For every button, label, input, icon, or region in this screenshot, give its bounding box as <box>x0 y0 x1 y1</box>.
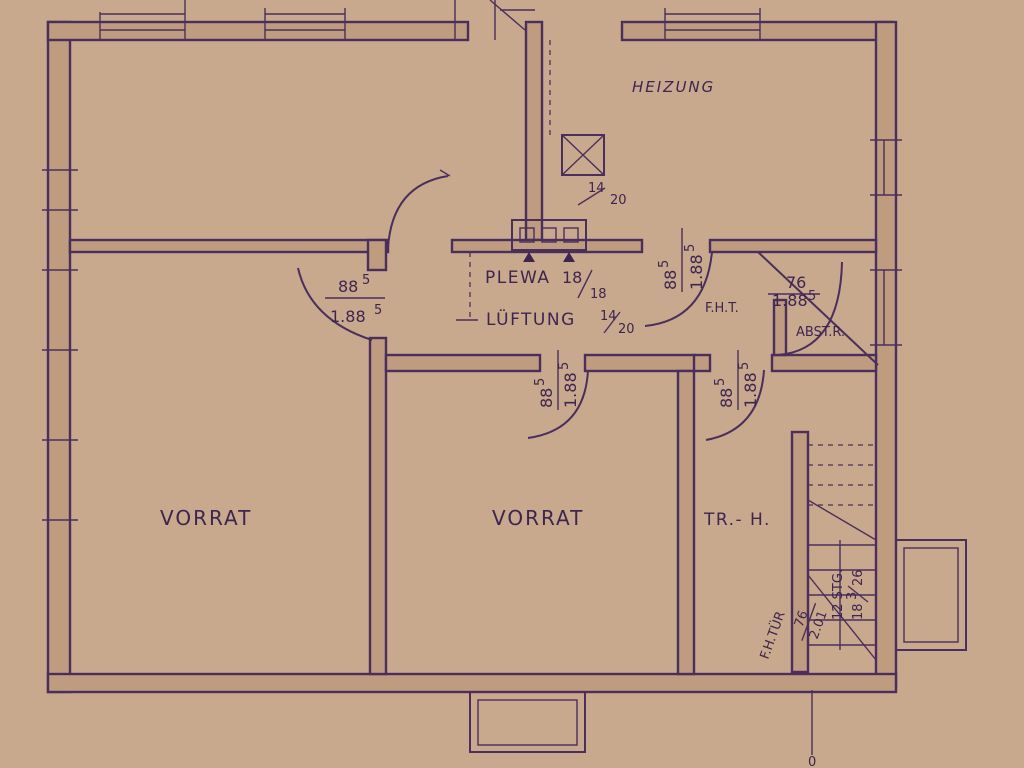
door-width: 88 <box>338 277 358 296</box>
chimney <box>511 40 605 251</box>
light-well-bottom <box>469 691 586 753</box>
door-width-sup: 5 <box>533 378 548 386</box>
door-height-sup: 5 <box>374 303 382 318</box>
door-width-sup: 5 <box>362 273 370 288</box>
door-height: 1.88 <box>772 291 808 310</box>
chimney-size-label: 14 20 <box>577 181 627 208</box>
room-label-abst-r: ABST.R. <box>796 325 845 340</box>
door-height-sup: 5 <box>557 362 572 370</box>
door-width: 76 <box>792 609 812 630</box>
door-height: 1.88 <box>687 254 706 290</box>
stairs-run: 26 <box>851 569 866 586</box>
ventilation-label: LÜFTUNG 14 20 <box>486 308 635 337</box>
door-swings <box>297 169 879 441</box>
room-label-staircase: TR.- H. <box>703 510 771 530</box>
room-label-heating: HEIZUNG <box>632 78 715 96</box>
door-width-sup: 5 <box>657 260 672 268</box>
door-type-heating: F.H.T. <box>705 301 739 316</box>
door-label-fire-door: F.H.TÜR <box>756 609 789 662</box>
plewa-label: PLEWA 18 18 <box>485 268 607 302</box>
door-height-sup: 5 <box>808 289 816 304</box>
ventilation-text: LÜFTUNG <box>486 308 576 330</box>
entry-stairs-stub <box>454 0 535 40</box>
door-height: 1.88 <box>741 372 760 408</box>
room-label-storage-left: VORRAT <box>160 506 252 530</box>
dimension-lines <box>456 252 813 755</box>
room-label-storage-middle: VORRAT <box>492 506 584 530</box>
door-label-small: 76 1.88 5 <box>768 273 820 310</box>
door-width: 88 <box>661 270 680 290</box>
door-label-staircase: 88 5 1.88 5 <box>713 350 760 410</box>
inner-walls <box>68 20 878 676</box>
door-width: 88 <box>717 388 736 408</box>
door-label-storage-left: 88 5 1.88 5 <box>325 273 385 326</box>
staircase <box>790 430 877 674</box>
light-well-right <box>895 539 967 651</box>
ventilation-size-bottom: 20 <box>618 322 635 337</box>
outer-walls <box>46 20 898 694</box>
windows <box>42 0 902 521</box>
door-label-heating: 88 5 1.88 5 <box>657 228 706 292</box>
door-width: 88 <box>537 388 556 408</box>
plewa-size-top: 18 <box>562 268 582 287</box>
stairs-rise-sup: 3 <box>845 592 860 600</box>
stairs-size-label: 18 3 26 <box>845 569 869 620</box>
door-width-sup: 5 <box>713 378 728 386</box>
axis-marker: 0 <box>808 755 816 768</box>
door-width: 76 <box>786 273 806 292</box>
ventilation-size-top: 14 <box>600 309 617 324</box>
door-height-sup: 5 <box>683 244 698 252</box>
stairs-rise: 18 <box>851 603 866 620</box>
chimney-size-top: 14 <box>588 181 605 196</box>
stairs-count: 12 STG. <box>831 569 846 620</box>
door-height: 1.88 <box>561 372 580 408</box>
chimney-size-bottom: 20 <box>610 193 627 208</box>
door-type: F.H.TÜR <box>756 609 789 662</box>
plewa-text: PLEWA <box>485 268 550 288</box>
vent-arrows <box>523 252 575 262</box>
door-height-sup: 5 <box>737 362 752 370</box>
plewa-size-bottom: 18 <box>590 287 607 302</box>
stairs-count-label: 12 STG. <box>831 569 846 620</box>
door-label-storage-middle: 88 5 1.88 5 <box>533 350 580 410</box>
door-height: 1.88 <box>330 307 366 326</box>
